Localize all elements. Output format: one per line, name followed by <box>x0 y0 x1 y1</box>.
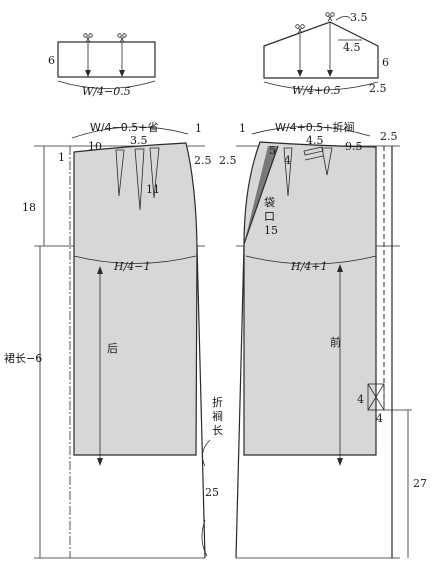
front-pocket-top-label: 5 <box>269 144 276 157</box>
front-pleat-box <box>367 383 385 411</box>
back-side-extension-line <box>196 245 206 559</box>
back-grainline-arrow-top <box>97 266 103 274</box>
small-front-arrow-1 <box>297 70 303 77</box>
pleat-length-label-1: 折 <box>212 395 223 409</box>
back-hip-arc <box>73 255 197 264</box>
front-extension-label: 2.5 <box>380 130 398 143</box>
pleat-length-arc-bottom <box>201 519 208 557</box>
back-waist-rise-label: 1 <box>195 122 202 135</box>
small-front-width-label: W/4+0.5 <box>292 84 341 97</box>
pleat-length-value: 25 <box>205 486 219 499</box>
small-front-width-arc <box>263 81 379 91</box>
front-dart-2 <box>321 147 333 176</box>
front-pleat-box-diag-2 <box>367 383 385 411</box>
scissors-icon <box>325 12 335 22</box>
back-shaded-piece <box>73 142 198 456</box>
front-pleat-gap-label: 9.5 <box>345 140 363 153</box>
front-pocket-length-label: 15 <box>264 224 278 237</box>
front-pocket-label-1: 袋 <box>264 195 275 209</box>
scissors-icon <box>83 33 93 43</box>
front-pleat-marker <box>303 146 324 156</box>
small-back-width-arc <box>57 80 156 89</box>
back-dart-width-label: 3.5 <box>130 134 148 147</box>
small-front-arrow-2 <box>327 70 333 77</box>
front-hip-label: H/4+1 <box>290 260 328 273</box>
front-piece-label: 前 <box>330 335 341 349</box>
front-side-offset-label: 2.5 <box>219 154 237 167</box>
scissors-icon <box>295 24 305 34</box>
back-grainline-arrow-bottom <box>97 458 103 466</box>
back-side-left-label: 1 <box>58 151 65 164</box>
front-pocket-label-2: 口 <box>264 210 275 223</box>
back-dart-2 <box>134 148 145 211</box>
small-front-top-drop-label: 3.5 <box>350 11 368 24</box>
small-back-width-label: W/4−0.5 <box>82 85 131 98</box>
front-hip-arc <box>245 255 377 265</box>
back-panel: H/4−1 W/4−0.5+省 1 1 10 3.5 2.5 11 18 裙长−… <box>4 121 223 559</box>
pleat-length-label-2: 裥 <box>212 410 223 423</box>
front-pleat-height-label: 27 <box>413 477 427 490</box>
back-dart-1 <box>115 149 125 197</box>
front-grainline-arrow-bottom <box>337 458 343 466</box>
small-front-height-label: 6 <box>382 56 389 69</box>
small-front-waistband-outline <box>263 21 379 79</box>
back-waist-arc <box>71 126 189 139</box>
small-front-top-drop-arc <box>335 16 351 21</box>
back-waist-label: W/4−0.5+省 <box>90 121 159 134</box>
skirt-length-label: 裙长−6 <box>4 352 42 365</box>
front-waist-rise-label: 1 <box>239 122 246 135</box>
front-pocket-facing <box>244 146 278 244</box>
front-waist-arc <box>251 126 371 137</box>
scissors-icon <box>117 33 127 43</box>
front-pocket-dart-label: 4 <box>284 154 291 167</box>
small-front-end-label: 2.5 <box>369 82 387 95</box>
small-back-arrow-1 <box>85 70 91 77</box>
front-side-extension-line <box>235 245 245 559</box>
back-hip-depth-label: 18 <box>22 201 36 214</box>
pleat-length-label-3: 长 <box>212 424 223 437</box>
back-dart-3 <box>149 147 160 199</box>
front-shaded-piece <box>243 141 377 456</box>
front-panel: H/4+1 W/4+0.5+折裥 1 2.5 5 4 4.5 9.5 2.5 袋… <box>219 120 427 559</box>
front-dart-1 <box>283 147 293 197</box>
front-waist-label: W/4+0.5+折裥 <box>275 120 355 134</box>
pleat-length-arc-top <box>202 439 211 467</box>
front-grainline-arrow-top <box>337 264 343 272</box>
front-pleat-bottom-label: 4 <box>376 412 383 425</box>
small-back-arrow-2 <box>119 70 125 77</box>
back-hip-label: H/4−1 <box>113 260 151 273</box>
front-pleat-width-label: 4.5 <box>306 134 324 147</box>
small-front-inner-label: 4.5 <box>343 41 361 54</box>
small-front-waistband: 3.5 4.5 6 W/4+0.5 2.5 <box>263 11 389 97</box>
back-dart-gap-label: 10 <box>88 140 102 153</box>
small-back-height-label: 6 <box>48 54 55 67</box>
back-side-offset-label: 2.5 <box>194 154 212 167</box>
small-back-waistband: 6 W/4−0.5 <box>48 33 156 98</box>
back-dart-length-label: 11 <box>146 183 160 196</box>
front-pleat-marker-line <box>304 155 324 161</box>
front-pleat-top-label: 4 <box>357 393 364 406</box>
back-piece-label: 后 <box>107 342 118 355</box>
small-back-waistband-outline <box>57 41 156 78</box>
